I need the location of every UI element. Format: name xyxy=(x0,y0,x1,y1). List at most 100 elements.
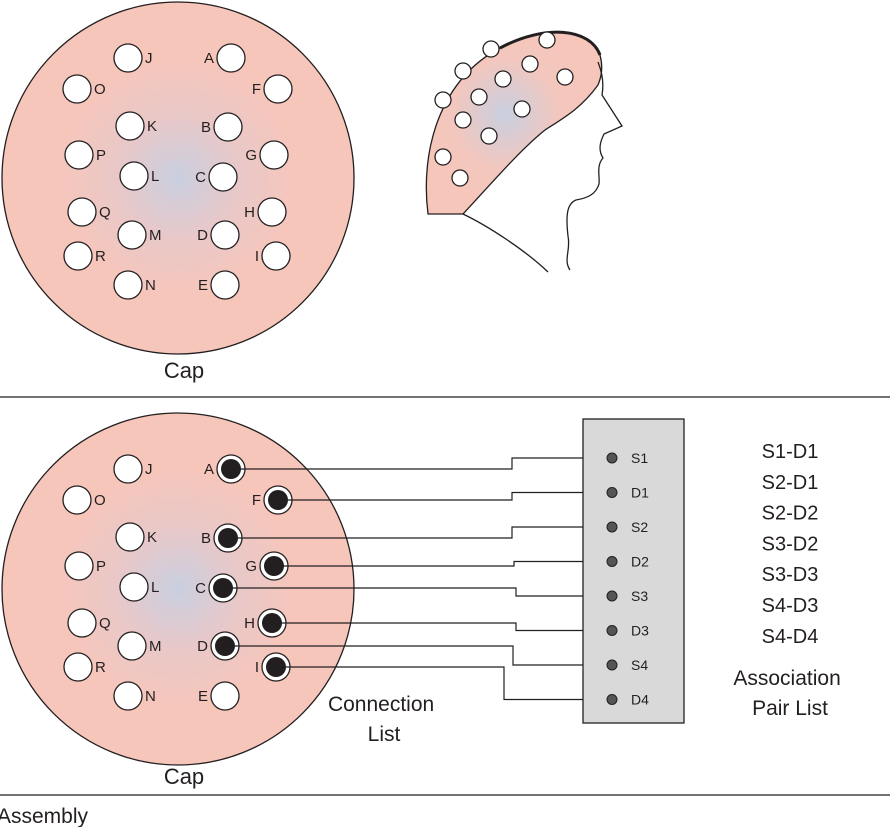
association-pair: S2-D2 xyxy=(762,503,819,525)
cap-hole-g xyxy=(259,140,289,170)
port-dot-s3 xyxy=(606,590,618,602)
cap-position-label-e: E xyxy=(198,688,208,705)
cap-hole-l xyxy=(119,161,149,191)
cap-hole-r xyxy=(63,652,93,682)
cap-hole-m xyxy=(117,631,147,661)
cap-hole-c xyxy=(208,162,238,192)
port-label-s1: S1 xyxy=(631,450,648,466)
cap-hole-e xyxy=(210,681,240,711)
cap-position-label-d: D xyxy=(197,638,208,655)
cap-hole-q xyxy=(67,197,97,227)
cap-position-label-e: E xyxy=(198,277,208,294)
cap-hole-j xyxy=(113,43,143,73)
cap-position-label-n: N xyxy=(145,688,156,705)
association-pair: S4-D3 xyxy=(762,595,819,617)
cap-hole-k xyxy=(115,522,145,552)
wire-a-s1 xyxy=(231,457,612,470)
cap-position-label-c: C xyxy=(195,169,206,186)
cap-position-label-g: G xyxy=(245,558,257,575)
cap-hole-p xyxy=(64,140,94,170)
cap-position-label-i: I xyxy=(255,248,259,265)
port-label-d4: D4 xyxy=(631,692,649,708)
cap-hole-h xyxy=(257,197,287,227)
cap-position-label-g: G xyxy=(245,147,257,164)
wire-h-d3 xyxy=(272,622,612,632)
port-dot-d3 xyxy=(606,625,618,636)
wire-g-d2 xyxy=(274,560,612,567)
port-label-d3: D3 xyxy=(631,623,649,639)
cap-hole-k xyxy=(115,111,145,141)
head-cap-shape xyxy=(425,31,603,215)
cap-hole-b xyxy=(213,112,243,142)
port-label-d2: D2 xyxy=(631,554,649,570)
cap-hole-l xyxy=(119,572,149,602)
wire-f-d1 xyxy=(278,491,612,501)
wire-i-d4 xyxy=(276,666,612,701)
connection-list-label: Connection List xyxy=(328,693,440,746)
port-dot-s4 xyxy=(606,659,618,671)
association-pair: S3-D2 xyxy=(762,533,819,555)
cap-position-label-l: L xyxy=(151,168,159,185)
cap-hole-d xyxy=(210,220,240,250)
cap-position-label-c: C xyxy=(195,580,206,597)
cap-position-label-a: A xyxy=(204,50,214,67)
port-dot-s1 xyxy=(606,452,618,464)
cap-position-label-r: R xyxy=(95,248,106,265)
cap-position-label-o: O xyxy=(94,81,106,98)
association-pair: S3-D3 xyxy=(762,564,819,586)
cap-position-label-i: I xyxy=(255,659,259,676)
head-neck-line xyxy=(462,213,549,273)
cap-hole-o xyxy=(62,485,92,515)
cap-hole-q xyxy=(67,608,97,638)
cap-hole-p xyxy=(64,551,94,581)
head-cap-rim xyxy=(499,30,602,56)
port-dot-d4 xyxy=(606,694,618,705)
cap-hole-e xyxy=(210,270,240,300)
wire-b-s2 xyxy=(228,526,612,539)
cap-position-label-k: K xyxy=(147,118,157,135)
association-pair: S4-D4 xyxy=(762,626,819,648)
cap-position-label-h: H xyxy=(244,204,255,221)
cap-position-label-b: B xyxy=(201,119,211,136)
cap-hole-i xyxy=(261,241,291,271)
cap-position-label-o: O xyxy=(94,492,106,509)
association-pair-list-label: Association Pair List xyxy=(733,667,846,720)
association-pair: S2-D1 xyxy=(762,472,819,494)
bottom-cap-disc xyxy=(1,412,355,766)
cap-hole-n xyxy=(113,270,143,300)
wire-d-s4 xyxy=(225,645,612,666)
assembly-section-label: Assembly xyxy=(0,805,89,827)
cap-position-label-q: Q xyxy=(99,204,111,221)
top-cap-disc xyxy=(1,1,355,355)
cap-hole-f xyxy=(263,74,293,104)
cap-hole-r xyxy=(63,241,93,271)
head-side-view xyxy=(425,30,623,273)
cap-hole-j xyxy=(113,454,143,484)
cap-position-label-j: J xyxy=(145,461,153,478)
port-panel-box xyxy=(582,418,685,724)
head-profile-line xyxy=(566,61,623,271)
cap-position-label-h: H xyxy=(244,615,255,632)
port-dot-d1 xyxy=(606,487,618,498)
cap-position-label-p: P xyxy=(96,147,106,164)
wire-c-s3 xyxy=(223,587,612,597)
association-pair: S1-D1 xyxy=(762,441,819,463)
cap-hole-n xyxy=(113,681,143,711)
port-label-s3: S3 xyxy=(631,588,648,604)
cap-position-label-f: F xyxy=(252,81,261,98)
cap-position-label-d: D xyxy=(197,227,208,244)
port-label-d1: D1 xyxy=(631,485,649,501)
port-dot-d2 xyxy=(606,556,618,567)
cap-position-label-b: B xyxy=(201,530,211,547)
connection-wires xyxy=(223,457,612,701)
cap-position-label-l: L xyxy=(151,579,159,596)
cap-position-label-j: J xyxy=(145,50,153,67)
port-dot-s2 xyxy=(606,521,618,533)
cap-position-label-f: F xyxy=(252,492,261,509)
